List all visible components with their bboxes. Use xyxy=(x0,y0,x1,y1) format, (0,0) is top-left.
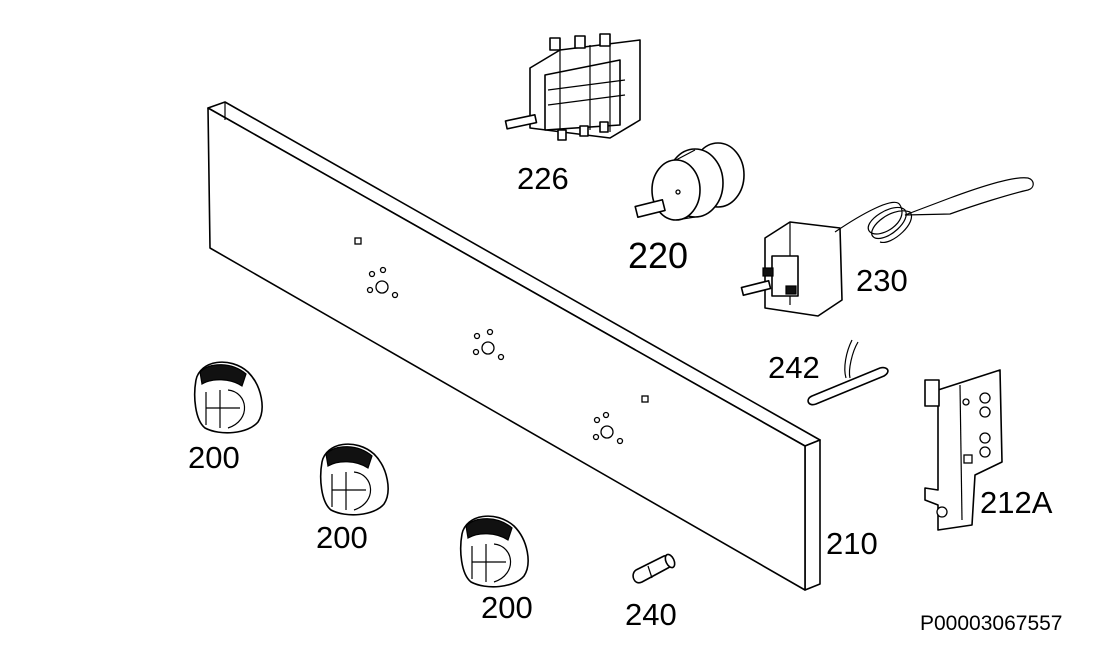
panel-hole-group-1 xyxy=(354,237,399,299)
sensor-label: 242 xyxy=(768,350,820,385)
thermostat-label: 230 xyxy=(856,263,908,298)
switch-220-label: 220 xyxy=(628,235,689,276)
switch-226-label: 226 xyxy=(517,161,569,196)
knob-label-2: 200 xyxy=(316,520,368,555)
selector-switch-226-part xyxy=(504,33,641,141)
sensor-242-part xyxy=(807,339,889,406)
knob-label-1: 200 xyxy=(188,440,240,475)
bracket-label: 212A xyxy=(980,485,1053,520)
knob-200-c-part xyxy=(459,515,529,588)
bracket-212a-part xyxy=(924,369,1003,531)
panel-hole-group-3 xyxy=(592,395,649,445)
knob-label-3: 200 xyxy=(481,590,533,625)
lamp-240-part xyxy=(632,553,676,584)
panel-label: 210 xyxy=(826,526,878,561)
control-panel-part xyxy=(207,101,821,591)
lamp-label: 240 xyxy=(625,597,677,632)
rotary-switch-220-part xyxy=(634,142,745,221)
diagram-code: P00003067557 xyxy=(920,612,1063,635)
panel-hole-group-2 xyxy=(472,328,505,361)
thermostat-230-part xyxy=(740,177,1034,317)
knob-200-b-part xyxy=(319,443,389,516)
knob-200-a-part xyxy=(193,361,263,434)
